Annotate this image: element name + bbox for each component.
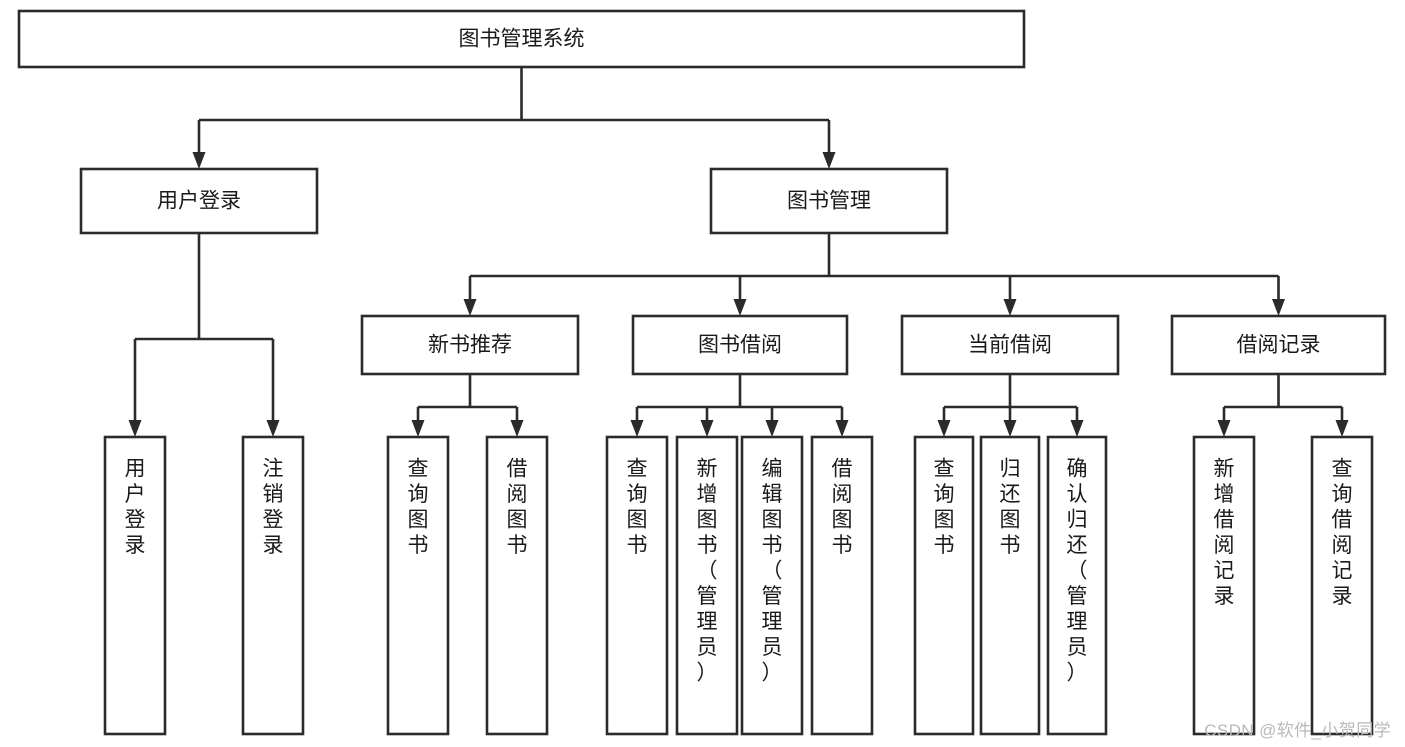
- node-leaf-user-login[interactable]: 用户登录: [103, 435, 167, 736]
- node-leaf-add-borrow-record[interactable]: 新增借阅记录: [1192, 435, 1256, 736]
- arrow-head-icon: [1070, 420, 1084, 437]
- node-label: 借阅图书: [832, 458, 853, 558]
- node-label: 编辑图书（管理员）: [762, 458, 783, 685]
- node-label: 图书管理: [787, 190, 871, 213]
- node-root[interactable]: 图书管理系统: [17, 9, 1026, 69]
- node-box: [709, 167, 949, 235]
- nodes-layer: 图书管理系统用户登录图书管理新书推荐图书借阅当前借阅借阅记录用户登录注销登录查询…: [17, 9, 1387, 736]
- node-label: 新增图书（管理员）: [697, 458, 718, 685]
- node-leaf-query-book-borrow[interactable]: 查询图书: [605, 435, 669, 736]
- arrow-head-icon: [700, 420, 714, 437]
- node-leaf-edit-book-admin[interactable]: 编辑图书（管理员）: [740, 435, 804, 736]
- node-box: [675, 435, 739, 736]
- arrow-head-icon: [1003, 299, 1017, 316]
- node-box: [631, 314, 849, 376]
- node-box: [485, 435, 549, 736]
- node-leaf-add-book-admin[interactable]: 新增图书（管理员）: [675, 435, 739, 736]
- arrow-head-icon: [192, 152, 206, 169]
- node-box: [900, 314, 1120, 376]
- node-label: 借阅记录: [1237, 334, 1321, 357]
- arrow-head-icon: [1272, 299, 1285, 316]
- node-leaf-query-book-current[interactable]: 查询图书: [913, 435, 975, 736]
- node-label: 新书推荐: [428, 334, 512, 357]
- node-book-manage[interactable]: 图书管理: [709, 167, 949, 235]
- arrow-head-icon: [630, 420, 644, 437]
- node-label: 确认归还（管理员）: [1067, 458, 1088, 685]
- node-user-login[interactable]: 用户登录: [79, 167, 319, 235]
- node-box: [913, 435, 975, 736]
- arrow-head-icon: [835, 420, 849, 437]
- node-leaf-borrow-book-rec[interactable]: 借阅图书: [485, 435, 549, 736]
- node-label: 新增借阅记录: [1214, 458, 1235, 609]
- node-new-book-recommend[interactable]: 新书推荐: [360, 314, 580, 376]
- node-box: [1170, 314, 1387, 376]
- node-current-borrow[interactable]: 当前借阅: [900, 314, 1120, 376]
- arrow-head-icon: [822, 152, 836, 169]
- node-leaf-query-borrow-record[interactable]: 查询借阅记录: [1310, 435, 1374, 736]
- node-leaf-confirm-return-admin[interactable]: 确认归还（管理员）: [1046, 435, 1108, 736]
- node-label: 用户登录: [157, 190, 241, 213]
- arrow-head-icon: [411, 420, 425, 437]
- connections-layer: [128, 67, 1349, 437]
- node-box: [1310, 435, 1374, 736]
- node-box: [360, 314, 580, 376]
- watermark-label: CSDN @软件_小贺同学: [1204, 721, 1391, 740]
- node-box: [103, 435, 167, 736]
- arrow-head-icon: [1335, 420, 1349, 437]
- node-box: [1046, 435, 1108, 736]
- node-leaf-query-book-rec[interactable]: 查询图书: [386, 435, 450, 736]
- node-box: [740, 435, 804, 736]
- node-leaf-borrow-book[interactable]: 借阅图书: [810, 435, 874, 736]
- node-label: 图书借阅: [698, 334, 782, 357]
- node-box: [79, 167, 319, 235]
- node-label: 注销登录: [263, 458, 284, 558]
- node-box: [17, 9, 1026, 69]
- arrow-head-icon: [128, 420, 142, 437]
- node-book-borrow[interactable]: 图书借阅: [631, 314, 849, 376]
- node-label: 查询图书: [934, 458, 955, 558]
- arrow-head-icon: [765, 420, 779, 437]
- arrow-head-icon: [463, 299, 477, 316]
- node-label: 当前借阅: [968, 334, 1052, 357]
- node-box: [979, 435, 1041, 736]
- node-label: 查询借阅记录: [1332, 458, 1353, 609]
- node-label: 用户登录: [125, 458, 146, 558]
- node-box: [605, 435, 669, 736]
- node-label: 归还图书: [1000, 458, 1021, 558]
- arrow-head-icon: [937, 420, 951, 437]
- node-label: 图书管理系统: [459, 28, 585, 51]
- node-label: 查询图书: [627, 458, 648, 558]
- arrow-head-icon: [1217, 420, 1231, 437]
- arrow-head-icon: [1003, 420, 1017, 437]
- arrow-head-icon: [266, 420, 280, 437]
- node-label: 借阅图书: [507, 458, 528, 558]
- node-leaf-logout-login[interactable]: 注销登录: [241, 435, 305, 736]
- node-box: [386, 435, 450, 736]
- arrow-head-icon: [510, 420, 524, 437]
- arrow-head-icon: [733, 299, 747, 316]
- node-leaf-return-book[interactable]: 归还图书: [979, 435, 1041, 736]
- node-label: 查询图书: [408, 458, 429, 558]
- node-box: [810, 435, 874, 736]
- node-box: [1192, 435, 1256, 736]
- node-borrow-record[interactable]: 借阅记录: [1170, 314, 1387, 376]
- node-box: [241, 435, 305, 736]
